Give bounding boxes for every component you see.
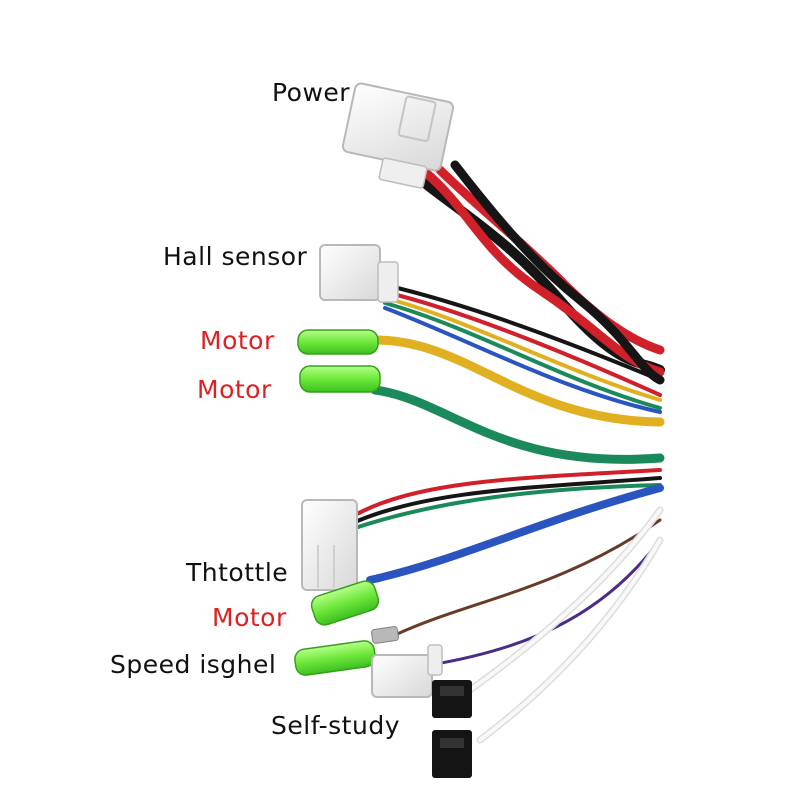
label-throttle: Thtottle xyxy=(186,558,289,587)
motor-bullet-connector-3 xyxy=(310,580,380,626)
motor-phase-wires xyxy=(370,335,665,464)
self-study-connector-2 xyxy=(432,730,472,778)
speed-bullet-connector xyxy=(294,626,399,676)
label-hall-sensor: Hall sensor xyxy=(163,242,308,271)
hall-connector xyxy=(319,244,399,303)
label-power: Power xyxy=(272,78,351,107)
signal-wires xyxy=(393,506,664,744)
power-wires xyxy=(405,160,665,385)
label-motor-2: Motor xyxy=(197,375,272,404)
small-white-connector xyxy=(371,644,443,698)
label-self-study: Self-study xyxy=(271,711,400,740)
motor-bullet-connector-1 xyxy=(297,329,379,355)
label-motor-3: Motor xyxy=(212,603,287,632)
hall-sensor-wires xyxy=(383,283,662,414)
power-connector xyxy=(341,82,455,189)
blue-motor-wire xyxy=(366,484,664,584)
label-motor-1: Motor xyxy=(200,326,275,355)
self-study-connector-1 xyxy=(432,680,472,718)
throttle-connector xyxy=(301,499,358,591)
throttle-wires xyxy=(353,468,662,530)
label-speed: Speed isghel xyxy=(110,650,277,679)
motor-bullet-connector-2 xyxy=(299,365,381,393)
